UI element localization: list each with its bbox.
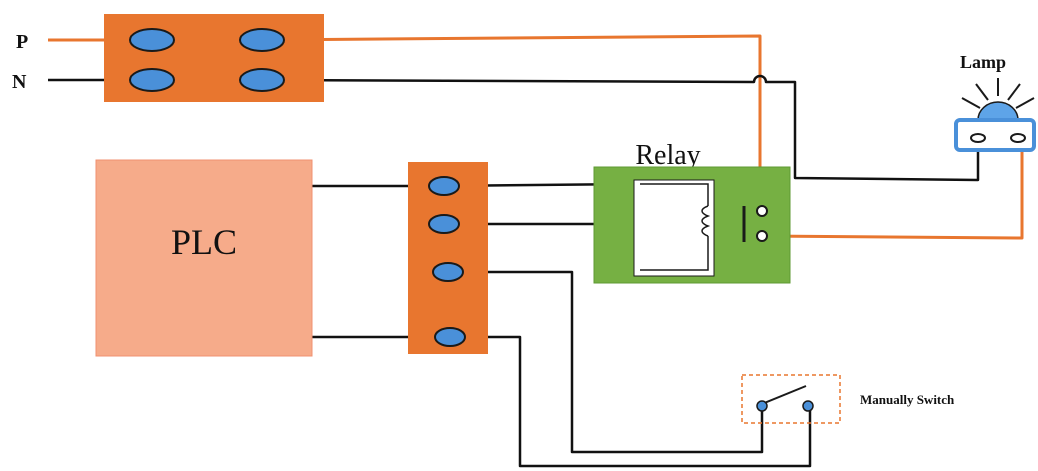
wire-phase-to-relay bbox=[261, 34, 762, 210]
plc-module: PLC bbox=[95, 159, 313, 357]
lamp-pin bbox=[1010, 133, 1026, 143]
lamp-label: Lamp bbox=[960, 52, 1006, 72]
contact-terminal bbox=[756, 205, 768, 217]
lamp-icon bbox=[954, 78, 1036, 152]
terminal-screw bbox=[129, 28, 175, 52]
lamp-pin bbox=[970, 133, 986, 143]
terminal-screw bbox=[239, 28, 285, 52]
label-phase: P bbox=[16, 31, 28, 53]
wire-block-to-switch bbox=[448, 270, 764, 454]
lamp-bulb bbox=[977, 101, 1019, 121]
wire-block-to-switch-return bbox=[446, 335, 812, 468]
switch-label: Manually Switch bbox=[860, 392, 955, 407]
lamp-rays bbox=[961, 78, 1035, 109]
supply-terminal-block bbox=[104, 14, 324, 102]
io-terminal-block bbox=[408, 162, 488, 354]
contact-terminal bbox=[756, 230, 768, 242]
coil-icon bbox=[633, 179, 715, 277]
switch-terminal bbox=[756, 400, 768, 412]
coil-leads bbox=[640, 183, 709, 271]
label-neutral: N bbox=[12, 71, 27, 93]
coil-housing bbox=[633, 179, 715, 277]
switch-housing bbox=[741, 374, 841, 424]
relay: Relay bbox=[593, 140, 791, 284]
plc-body bbox=[95, 159, 313, 357]
terminal-screw bbox=[428, 214, 460, 234]
relay-label: Relay bbox=[635, 140, 700, 171]
wires bbox=[48, 34, 1024, 468]
terminal-screw bbox=[239, 68, 285, 92]
switch-icon bbox=[741, 374, 841, 424]
plc-label: PLC bbox=[171, 222, 237, 262]
terminal-screw bbox=[129, 68, 175, 92]
coil-winding bbox=[701, 205, 711, 237]
terminal-screw bbox=[432, 262, 464, 282]
terminal-screw bbox=[434, 327, 466, 347]
switch-lever bbox=[761, 385, 807, 405]
wire-relay-to-lamp bbox=[761, 140, 1024, 240]
wire-neutral-to-lamp bbox=[261, 74, 980, 182]
switch-terminal bbox=[802, 400, 814, 412]
terminal-screw bbox=[428, 176, 460, 196]
relay-contact-icon bbox=[742, 205, 768, 242]
